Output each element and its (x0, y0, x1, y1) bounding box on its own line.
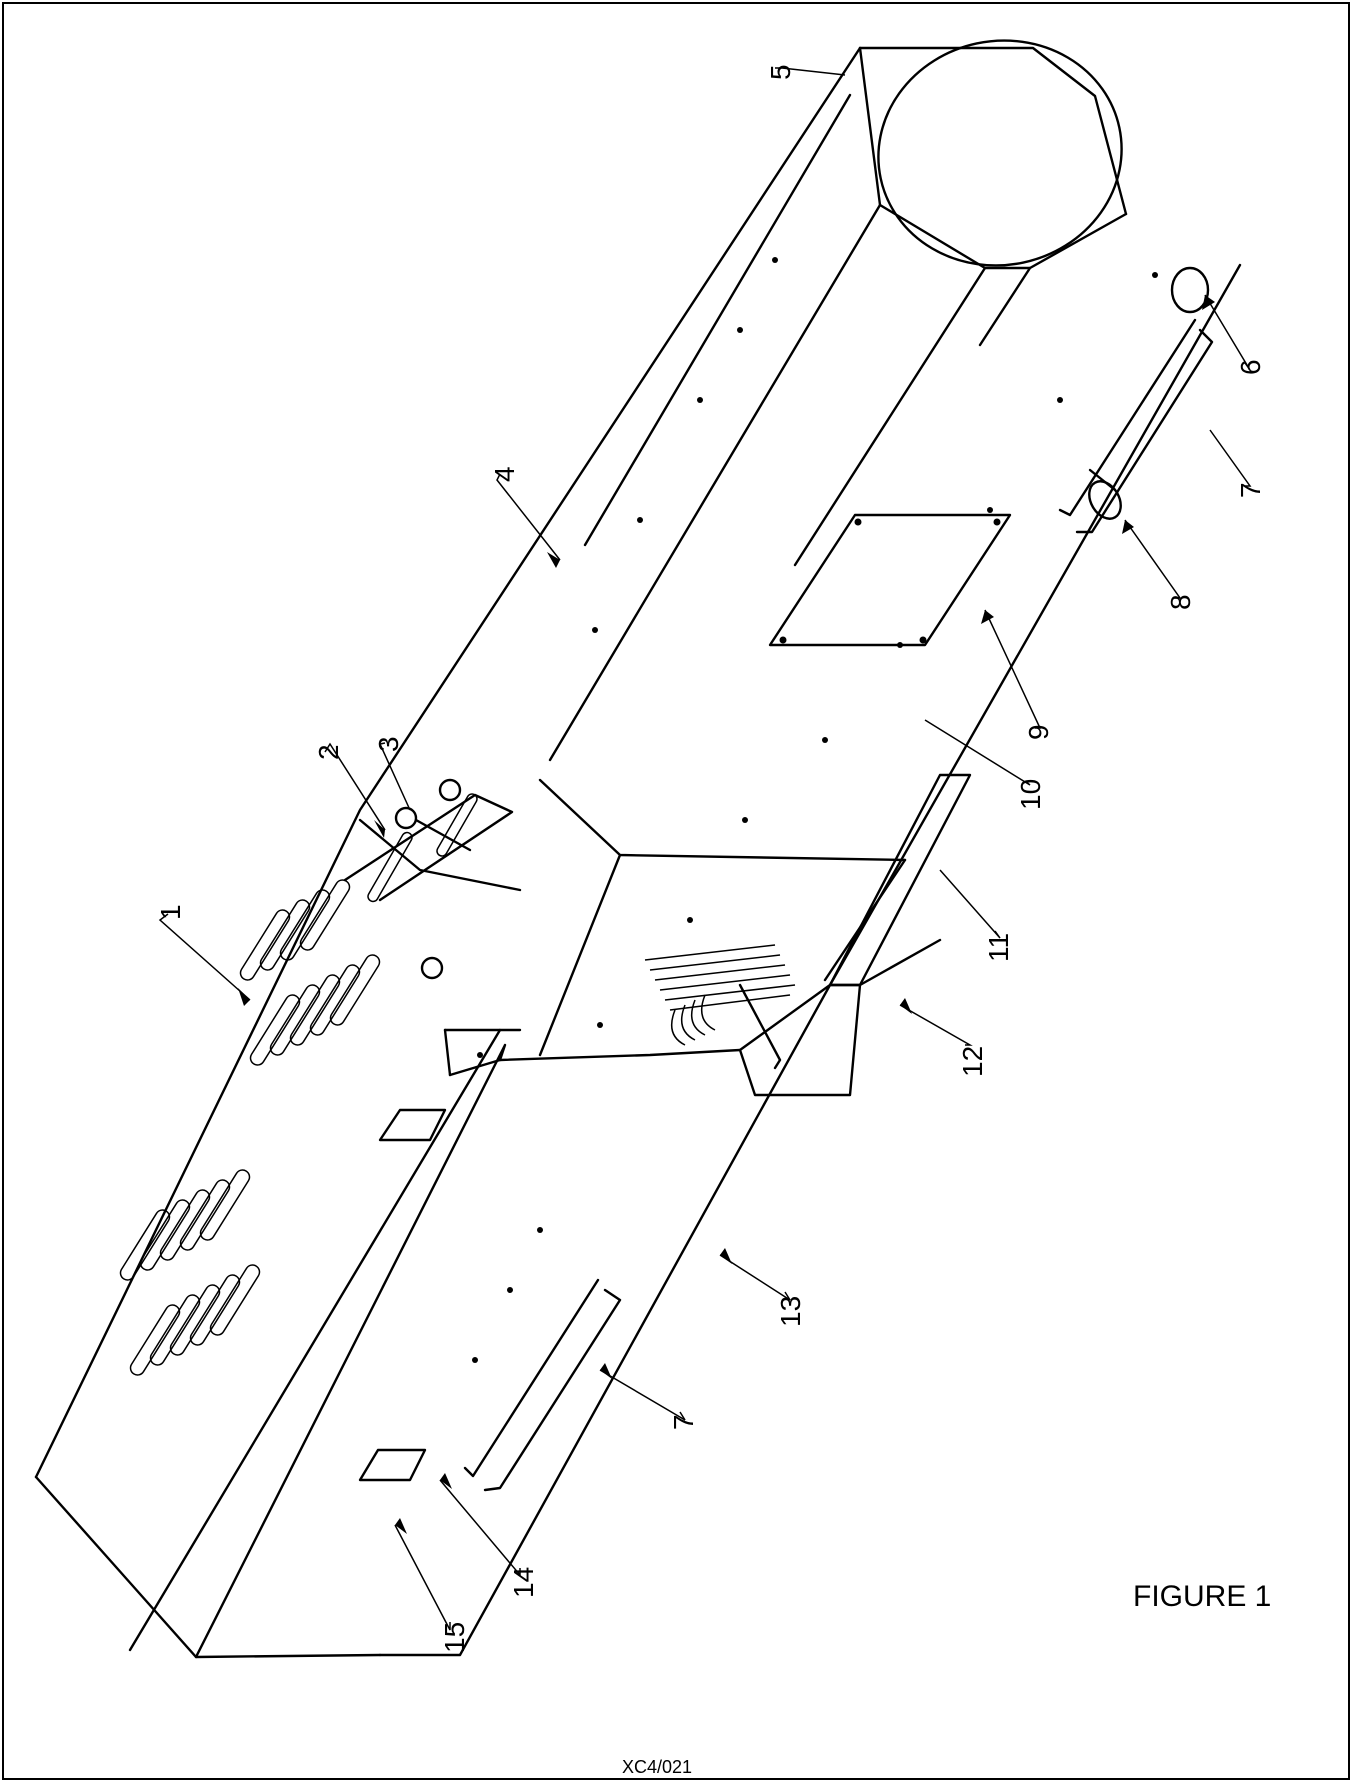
leader-lines (158, 67, 1252, 1631)
drawing-code: XC4/021 (622, 1757, 693, 1777)
lamp-box (738, 773, 972, 1097)
callout-10: 10 (1015, 779, 1046, 810)
callout-numbers: 1 2 3 4 5 6 7 8 9 10 11 12 13 7 14 15 (155, 64, 1266, 1653)
callout-2: 2 (313, 744, 344, 760)
callout-7-front: 7 (668, 1414, 699, 1430)
callout-15: 15 (439, 1622, 470, 1653)
callout-7-rear: 7 (1235, 482, 1266, 498)
callout-1: 1 (155, 904, 186, 920)
callout-12: 12 (957, 1046, 988, 1077)
access-plate (768, 513, 1012, 647)
shutter-assembly (343, 778, 514, 980)
callout-6: 6 (1235, 359, 1266, 375)
callout-4: 4 (489, 466, 520, 482)
luminaire-body (34, 39, 1242, 1659)
vent-slots (119, 879, 381, 1376)
callout-5: 5 (765, 64, 796, 80)
figure-caption: FIGURE 1 (1133, 1580, 1272, 1613)
callout-14: 14 (508, 1567, 539, 1598)
lever-cluster (644, 944, 796, 1070)
callout-9: 9 (1023, 724, 1054, 740)
callout-11: 11 (983, 933, 1014, 962)
carry-handles (463, 318, 1214, 1492)
callout-3: 3 (373, 736, 404, 752)
rivets (472, 257, 1158, 1363)
knobs (1088, 266, 1210, 520)
feet (358, 1108, 447, 1482)
callout-8: 8 (1165, 594, 1196, 610)
callout-13: 13 (775, 1296, 806, 1327)
